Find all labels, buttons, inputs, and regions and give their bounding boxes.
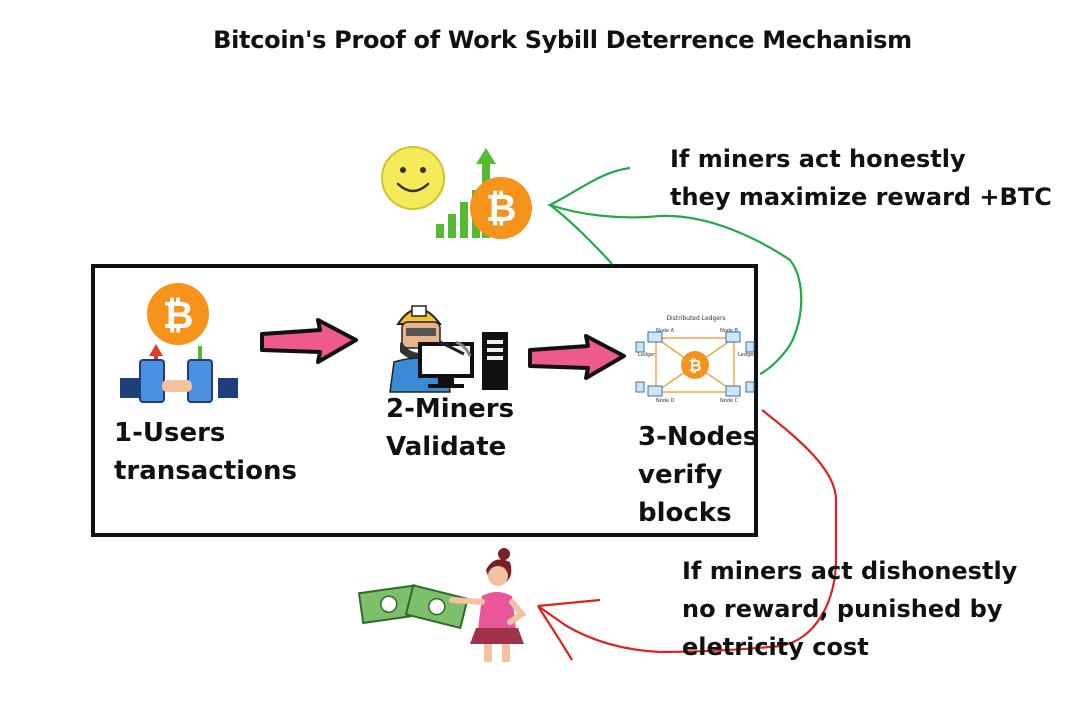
dishonest-note-line: eletricity cost [682, 633, 869, 661]
ledger-side-label: Ledger [638, 352, 656, 358]
svg-text:₿: ₿ [688, 356, 701, 375]
svg-text:₿: ₿ [163, 293, 194, 337]
step-3-label-line: verify [638, 460, 723, 490]
users-transacting-bitcoin-icon: ₿ [120, 283, 238, 403]
honest-note-line: they maximize reward +BTC [670, 183, 1052, 211]
woman-losing-money-icon [357, 548, 527, 662]
honest-note: If miners act honestly they maximize rew… [670, 140, 1052, 216]
ledger-node-label: Node D [656, 398, 675, 404]
honest-note-line: If miners act honestly [670, 145, 966, 173]
svg-text:₿: ₿ [486, 186, 517, 230]
ledger-node-label: Node C [720, 398, 739, 404]
step-2-label: 2-Miners Validate [386, 390, 514, 466]
step-3-label-line: 3-Nodes [638, 422, 759, 452]
ledger-node-label: Node B [720, 328, 739, 334]
dishonest-note-line: If miners act dishonestly [682, 557, 1018, 585]
step-3-label: 3-Nodes verify blocks [638, 418, 758, 532]
step-1-label-line: 1-Users [114, 418, 226, 448]
ledger-side-label: Ledger [738, 352, 756, 358]
step-2-label-line: 2-Miners [386, 394, 515, 424]
dishonest-note-line: no reward, punished by [682, 595, 1003, 623]
step-3-label-line: blocks [638, 498, 732, 528]
flow-arrow [528, 334, 626, 380]
miner-computer-icon [389, 305, 508, 393]
step-2-label-line: Validate [386, 432, 507, 462]
ledger-node-label: Node A [656, 328, 675, 334]
process-box [91, 264, 758, 537]
distributed-ledger-network-icon: ₿ [635, 331, 755, 397]
dishonest-note: If miners act dishonestly no reward, pun… [682, 552, 1017, 666]
flow-arrow [260, 318, 358, 364]
ledger-header: Distributed Ledgers [666, 315, 726, 322]
diagram-title: Bitcoin's Proof of Work Sybill Deterrenc… [213, 26, 912, 54]
step-1-label-line: transactions [114, 456, 297, 486]
step-1-label: 1-Users transactions [114, 414, 297, 490]
happy-bitcoin-growth-icon: ₿ [381, 146, 532, 239]
